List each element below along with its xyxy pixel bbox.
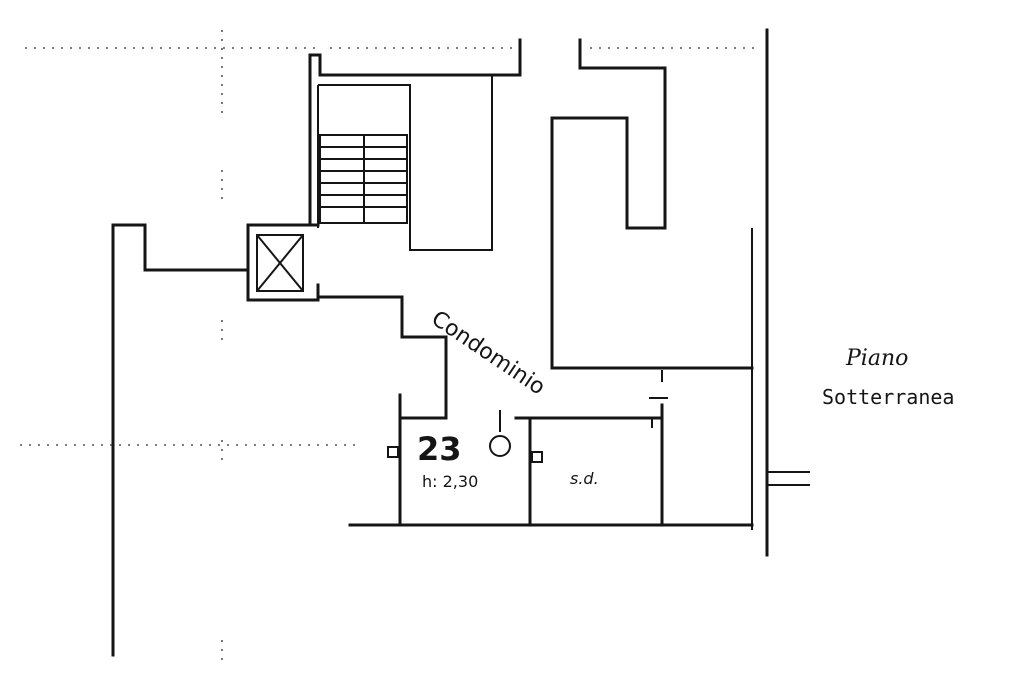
unit-height: h: 2,30	[422, 472, 478, 491]
walls	[111, 28, 810, 657]
unit-number: 23	[417, 430, 462, 468]
floor-title: Piano	[845, 346, 908, 371]
stair-treads	[319, 134, 408, 224]
storage-label: s.d.	[570, 469, 599, 488]
floor-subtitle: Sotterranea	[822, 385, 954, 409]
cellar-rooms	[348, 370, 754, 527]
reference-lines	[20, 30, 760, 660]
